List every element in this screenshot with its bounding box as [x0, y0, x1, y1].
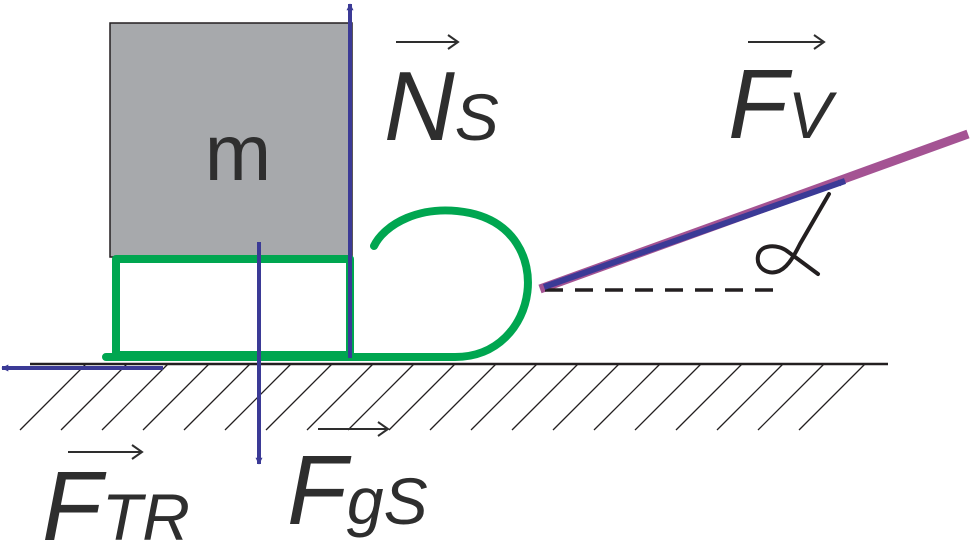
- mass-label: m: [205, 108, 272, 197]
- pull-force-label: FV: [728, 34, 838, 159]
- normal-force-label: NS: [384, 34, 499, 161]
- svg-text:FgS: FgS: [287, 435, 428, 545]
- friction-force-symbol: F: [42, 451, 107, 546]
- gravity-force-symbol: F: [287, 435, 352, 545]
- svg-text:NS: NS: [384, 51, 499, 161]
- gravity-force-subscript: gS: [347, 464, 428, 538]
- friction-force-label: FTR: [42, 444, 190, 546]
- gravity-force-label: FgS: [287, 421, 428, 545]
- normal-force-subscript: S: [455, 80, 499, 154]
- pull-force-subscript: V: [788, 78, 838, 152]
- svg-text:FV: FV: [728, 49, 838, 159]
- pull-force-arrow: [543, 178, 846, 290]
- friction-force-subscript: TR: [102, 480, 190, 546]
- sled-frame: [112, 255, 354, 359]
- svg-text:FTR: FTR: [42, 451, 190, 546]
- angle-alpha-symbol: [755, 192, 831, 276]
- sled-runner: [102, 206, 532, 361]
- mass-block: [109, 22, 353, 258]
- normal-force-symbol: N: [384, 51, 455, 161]
- pull-force-symbol: F: [728, 49, 793, 159]
- ground-hatching: [19, 363, 866, 431]
